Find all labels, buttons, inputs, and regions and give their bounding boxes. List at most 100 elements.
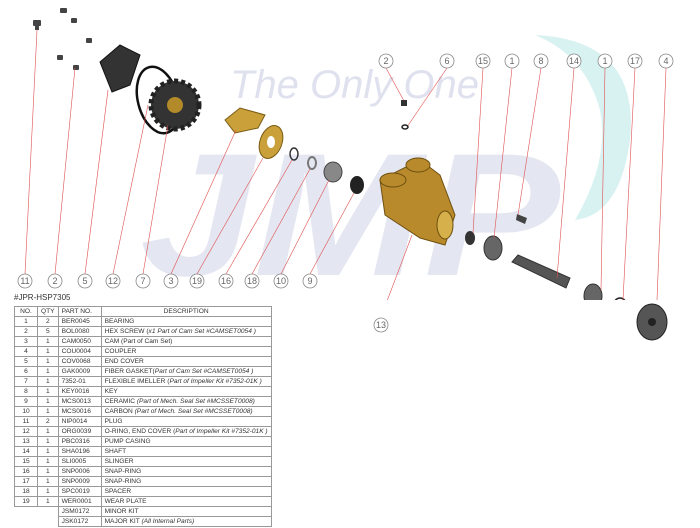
callout: 2 xyxy=(47,273,63,289)
callout: 4 xyxy=(658,53,674,69)
cell-qty: 2 xyxy=(37,416,59,427)
callout: 12 xyxy=(105,273,121,289)
cell-no: 19 xyxy=(14,496,38,507)
cell-no xyxy=(15,507,38,517)
svg-text:2: 2 xyxy=(52,276,57,286)
callout: 19 xyxy=(189,273,205,289)
cell-desc: SLINGER xyxy=(100,456,272,467)
cell-no: 15 xyxy=(14,456,38,467)
svg-text:9: 9 xyxy=(307,276,312,286)
cell-qty: 1 xyxy=(37,476,59,487)
cell-qty: 1 xyxy=(37,356,59,367)
cell-desc: SNAP-RING xyxy=(100,466,272,477)
callout: 9 xyxy=(302,273,318,289)
watermark-tagline: The Only One xyxy=(230,63,479,107)
key xyxy=(516,214,527,224)
description-note: (Part of Mech. Seal Set #MCSSET0008) xyxy=(136,398,255,405)
cell-part: SNP0006 xyxy=(57,466,102,477)
svg-text:3: 3 xyxy=(168,276,173,286)
cell-no: 4 xyxy=(14,346,38,357)
cell-qty: 1 xyxy=(37,386,59,397)
description-text: SNAP-RING xyxy=(104,468,142,475)
description-text: MINOR KIT xyxy=(104,508,139,515)
svg-text:14: 14 xyxy=(569,56,579,66)
end-cover xyxy=(99,44,141,93)
callout: 18 xyxy=(244,273,260,289)
callout: 6 xyxy=(439,53,455,69)
table-header: NO. QTY PART NO. DESCRIPTION xyxy=(14,306,272,317)
ceramic-seal xyxy=(350,176,364,194)
svg-text:19: 19 xyxy=(192,276,202,286)
svg-text:1: 1 xyxy=(509,56,514,66)
description-note: Part of Impeller Kit #7352-01K ) xyxy=(169,378,262,385)
cell-qty: 5 xyxy=(37,326,59,337)
cell-part: SLI0005 xyxy=(57,456,102,467)
cell-no: 1 xyxy=(14,316,38,327)
cell-no xyxy=(15,517,38,527)
cell-qty: 2 xyxy=(37,316,59,327)
cell-qty: 1 xyxy=(37,466,59,477)
pump-casing xyxy=(379,157,456,246)
cell-no: 9 xyxy=(14,396,38,407)
cell-no: 18 xyxy=(14,486,38,497)
svg-text:8: 8 xyxy=(538,56,543,66)
callout: 1 xyxy=(504,53,520,69)
svg-text:4: 4 xyxy=(663,56,668,66)
cell-part: NIP0014 xyxy=(57,416,102,427)
cell-part: BOL0080 xyxy=(57,326,102,337)
parts xyxy=(33,8,626,300)
cell-desc: FIBER GASKET(Part of Cam Set #CAMSET0054… xyxy=(100,366,272,377)
document-id: #JPR-HSP7305 xyxy=(14,293,71,302)
description-text: END COVER xyxy=(104,358,144,365)
svg-text:12: 12 xyxy=(108,276,118,286)
col-part-no: PART NO. xyxy=(57,306,102,317)
cell-desc: FLEXIBLE IMELLER (Part of Impeller Kit #… xyxy=(100,376,272,387)
cell-no: 11 xyxy=(14,416,38,427)
cell-desc: O-RING, END COVER (Part of Impeller Kit … xyxy=(100,426,272,437)
cell-desc: CAM (Part of Cam Set) xyxy=(100,336,272,347)
description-note: x1 Part of Cam Set #CAMSET0054 ) xyxy=(148,328,256,335)
svg-text:11: 11 xyxy=(20,276,29,286)
coupler xyxy=(636,303,668,341)
svg-text:10: 10 xyxy=(276,276,286,286)
svg-text:15: 15 xyxy=(478,56,488,66)
cell-part: SPC0019 xyxy=(57,486,102,497)
shaft xyxy=(511,254,571,289)
cell-desc: PLUG xyxy=(100,416,272,427)
svg-text:5: 5 xyxy=(82,276,87,286)
cell-part: KEY0016 xyxy=(57,386,102,397)
cam xyxy=(224,107,266,134)
description-text: WEAR PLATE xyxy=(104,498,147,505)
callout: 8 xyxy=(533,53,549,69)
description-note: (Part of Mech. Seal Set #MCSSET0008) xyxy=(134,408,253,415)
cell-qty: 1 xyxy=(37,496,59,507)
cell-qty xyxy=(38,507,59,517)
watermark-logo: JMP xyxy=(140,118,560,300)
svg-text:7: 7 xyxy=(140,276,145,286)
callouts-bottom: 11 2 5 12 7 3 19 16 18 10 9 xyxy=(17,273,318,289)
callout: 15 xyxy=(475,53,491,69)
cell-part: SHA0196 xyxy=(57,446,102,457)
cell-part: WER0001 xyxy=(57,496,102,507)
cell-no: 13 xyxy=(14,436,38,447)
col-no: NO. xyxy=(14,306,38,317)
col-qty: QTY xyxy=(37,306,59,317)
exploded-parts-diagram: The Only One JMP xyxy=(17,8,674,300)
cell-qty: 1 xyxy=(37,446,59,457)
cell-qty: 1 xyxy=(37,486,59,497)
cell-desc: CARBON (Part of Mech. Seal Set #MCSSET00… xyxy=(100,406,272,417)
description-note: Part of Cam Set #CAMSET0054 ) xyxy=(154,368,254,375)
